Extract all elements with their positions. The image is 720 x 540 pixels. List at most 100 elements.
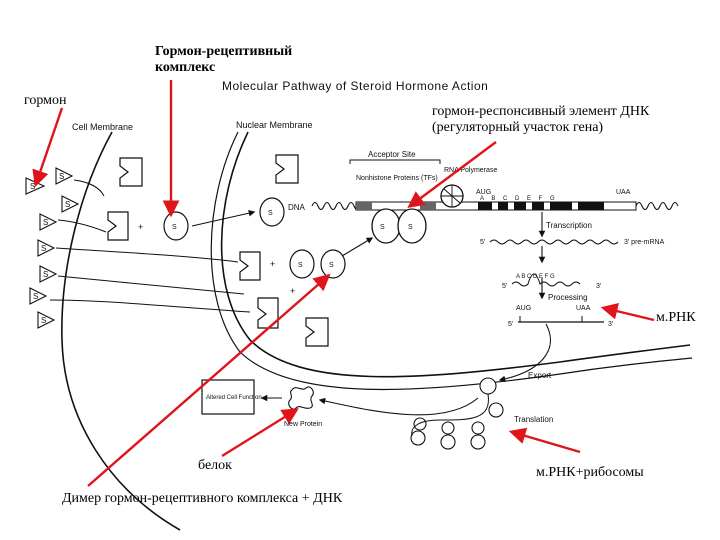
five-prime-label: 5' bbox=[480, 239, 485, 246]
new-protein-label: New Protein bbox=[284, 421, 322, 428]
arrow-mrna bbox=[600, 302, 655, 322]
receptor-shape bbox=[305, 317, 329, 347]
plus-sign: + bbox=[138, 222, 143, 232]
hormone-symbol: S bbox=[59, 172, 64, 181]
receptors bbox=[107, 154, 329, 347]
processing-strand bbox=[511, 273, 581, 287]
hormone-symbol: S bbox=[41, 316, 46, 325]
receptor-shape bbox=[275, 154, 299, 184]
hormone-molecule bbox=[29, 287, 48, 305]
plus-sign: + bbox=[270, 259, 275, 269]
nuclear-membrane-line-inner bbox=[210, 131, 693, 391]
dimer-left bbox=[371, 208, 401, 244]
dimer-hormone-symbol: S bbox=[408, 224, 413, 231]
cell-membrane-label: Cell Membrane bbox=[72, 122, 133, 132]
hormone-symbol: S bbox=[43, 270, 48, 279]
translation-label: Translation bbox=[514, 415, 553, 424]
annotation-protein: белок bbox=[198, 458, 232, 473]
ribosome bbox=[410, 430, 426, 446]
five-prime-label: 5' bbox=[502, 283, 507, 290]
annotation-ribosomes: м.РНК+рибосомы bbox=[536, 465, 644, 480]
arrow-hre bbox=[407, 141, 497, 209]
arrow-protein bbox=[221, 408, 299, 458]
five-prime-label: 5' bbox=[508, 321, 513, 328]
arrow-dimer bbox=[87, 273, 331, 487]
hormone-molecule bbox=[39, 213, 58, 231]
hormone-molecule bbox=[37, 311, 56, 329]
complex-hormone-symbols: S S S S bbox=[172, 210, 334, 269]
acceptor-region bbox=[356, 202, 372, 210]
dna-helix-right bbox=[635, 201, 679, 211]
aug-label: AUG bbox=[516, 305, 531, 312]
ribosome bbox=[471, 421, 485, 435]
exon-blocks bbox=[478, 202, 604, 210]
transcription-label: Transcription bbox=[546, 221, 592, 230]
hormone-entry-paths bbox=[49, 179, 251, 313]
ribosomes bbox=[410, 377, 504, 450]
processing-label: Processing bbox=[548, 293, 588, 302]
export-label: Export bbox=[528, 371, 552, 380]
pre-mrna-strand bbox=[489, 239, 619, 245]
hormone-symbol: S bbox=[41, 244, 46, 253]
cell-membrane-line bbox=[61, 131, 181, 531]
aug-label: AUG bbox=[476, 189, 491, 196]
hormone-symbol: S bbox=[43, 218, 48, 227]
receptor-shape bbox=[257, 297, 279, 329]
polysome-mrna bbox=[411, 393, 489, 437]
dna-label: DNA bbox=[288, 203, 306, 212]
arrow-ribosomes bbox=[508, 427, 581, 454]
svg-text:S: S bbox=[298, 262, 303, 269]
pathway-arrows bbox=[191, 209, 551, 416]
acceptor-site-label: Acceptor Site bbox=[368, 150, 416, 159]
dimer-right bbox=[397, 208, 427, 244]
new-protein-blob bbox=[288, 386, 314, 410]
plus-sign: + bbox=[290, 286, 295, 296]
hormone-molecule bbox=[61, 195, 80, 213]
nuclear-membrane-line-outer bbox=[220, 131, 691, 378]
receptor-complexes bbox=[163, 197, 346, 279]
nuclear-membrane-label: Nuclear Membrane bbox=[236, 120, 313, 130]
ribosome bbox=[488, 402, 504, 418]
ribosome bbox=[470, 434, 486, 450]
hormone-symbol: S bbox=[65, 200, 70, 209]
diagram-title: Molecular Pathway of Steroid Hormone Act… bbox=[222, 79, 488, 93]
hormone-receptor-complex bbox=[289, 249, 315, 279]
exon-letters: A B C D E F G bbox=[480, 196, 558, 202]
rna-polymerase-detail bbox=[441, 185, 463, 207]
polymerase-label: RNA Polymerase bbox=[444, 167, 497, 174]
svg-text:S: S bbox=[268, 210, 273, 217]
three-prime-label: 3' bbox=[596, 283, 601, 290]
hormone-symbol: S bbox=[33, 292, 38, 301]
altered-function-box bbox=[201, 379, 255, 415]
hormone-receptor-complex bbox=[259, 197, 285, 227]
uaa-label: UAA bbox=[616, 189, 631, 196]
acceptor-region bbox=[420, 202, 436, 210]
hormone-molecule bbox=[37, 239, 56, 257]
annotation-dimer: Димер гормон-рецептивного комплекса + ДН… bbox=[62, 491, 343, 506]
hormone-symbol: S bbox=[30, 182, 35, 191]
svg-text:S: S bbox=[172, 224, 177, 231]
three-prime-label: 3' bbox=[608, 321, 613, 328]
annotation-mrna: м.РНК bbox=[656, 310, 696, 325]
acceptor-site-bracket bbox=[349, 159, 441, 164]
annotation-hormone: гормон bbox=[24, 93, 67, 108]
hormone-molecule bbox=[39, 265, 58, 283]
receptor-shape bbox=[239, 251, 261, 281]
ribosome bbox=[479, 377, 497, 395]
ribosome bbox=[413, 417, 427, 431]
codon-ticks bbox=[519, 316, 583, 322]
arrow-hormone bbox=[32, 107, 64, 188]
pre-mrna-label: 3' pre-mRNA bbox=[624, 239, 665, 246]
hormone-receptor-complex bbox=[320, 249, 346, 279]
annotation-hre: гормон-респонсивный элемент ДНК (регулят… bbox=[432, 104, 650, 135]
receptor-shape bbox=[107, 211, 129, 241]
uaa-label: UAA bbox=[576, 305, 591, 312]
receptor-shape bbox=[119, 157, 143, 187]
ribosome bbox=[441, 421, 455, 435]
hormone-molecule bbox=[55, 167, 74, 185]
dimer-hormone-symbol: S bbox=[380, 224, 385, 231]
annotation-arrows bbox=[32, 80, 655, 487]
svg-text:S: S bbox=[329, 262, 334, 269]
exon-letters: A B C D E F G bbox=[516, 274, 555, 280]
